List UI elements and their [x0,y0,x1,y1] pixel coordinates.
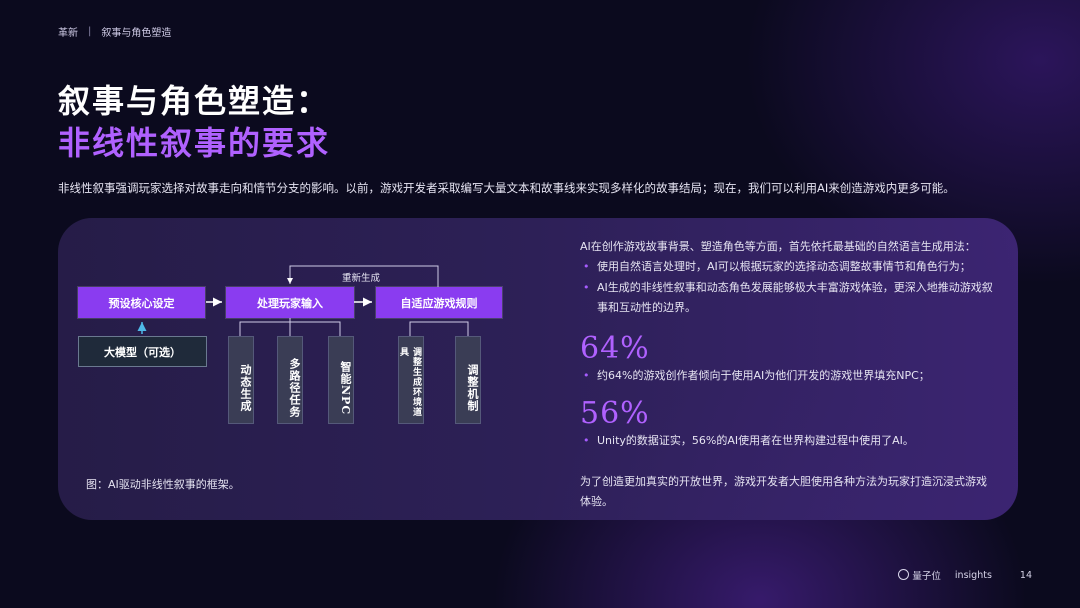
sub-env-props: 调整生成环境道具 [398,336,424,424]
breadcrumb: 革新 | 叙事与角色塑造 [58,24,171,39]
s1-text: 约 [597,369,608,382]
stat-64: 64% [580,331,650,366]
bullet-nonlinear: AI生成的非线性叙事和动态角色发展能够极大丰富游戏体验，更深入地推动游戏叙 [583,278,1017,298]
s1-text-mid: 的游戏创作者倾向于使用AI为他们开发的游戏世界 [632,369,875,382]
s2-text-end: 过程中使用了AI。 [826,434,914,447]
regen-loop-line [287,265,439,287]
closing-line-1: 为了创造更加真实的开放世界，游戏开发者大胆使用各种方法为玩家打造沉浸式游戏 [580,475,987,488]
page-title: 叙事与角色塑造： [58,82,331,120]
sub-dynamic-generation: 动态生成 [228,336,254,424]
bullet-stat-56: Unity的数据证实，56%的AI使用者在世界构建过程中使用了AI。 [583,431,1017,451]
product-name: insights [954,569,992,581]
breadcrumb-separator: | [88,26,92,37]
box-core-setting: 预设核心设定 [78,287,205,318]
sub-smart-npc: 智能NPC [328,336,354,424]
b1-text-end: 故事情节和角色行为； [860,260,971,273]
b2-text: AI生成的非线性叙事和 [597,281,707,294]
brand-name: 量子位 [912,571,941,582]
sub-adjust-mechanism: 调整机制 [455,336,481,424]
page-subtitle: 非线性叙事的要求 [58,124,331,162]
figure-caption: 图：AI驱动非线性叙事的框架。 [86,478,240,491]
b1-highlight: 动态调整 [816,260,861,273]
bullet-stat-64: 约64%的游戏创作者倾向于使用AI为他们开发的游戏世界填充NPC； [583,366,1017,386]
b1-text: 使用自然语言处理时，AI可以根据玩家的选择 [597,260,817,273]
box-adaptive-rules: 自适应游戏规则 [376,287,502,318]
brand-logo-icon [898,569,910,580]
s2-text-mid: 的AI使用者在 [716,434,783,447]
s1-highlight-pct: 64% [608,369,633,382]
right-lead: AI在创作游戏故事背景、塑造角色等方面，首先依托最基础的自然语言生成用法： [580,240,976,253]
b2-highlight: 动态角色发展 [706,281,773,294]
s2-text: Unity的数据证实， [597,434,692,447]
footer: 量子位 insights 14 [898,568,1032,582]
stat-56: 56% [580,396,650,431]
regen-label: 重新生成 [342,273,381,284]
s2-highlight-world: 世界构建 [782,434,827,447]
box-player-input: 处理玩家输入 [226,287,354,318]
closing-line-2: 体验。 [580,495,613,508]
b2-text-end: 能够极大丰富游戏体验，更深入地推动游戏叙 [772,281,993,294]
b2-continuation: 事和互动性的边界。 [597,301,696,314]
s1-text-end: ； [918,369,930,382]
breadcrumb-page: 叙事与角色塑造 [101,28,172,39]
bracket-rules [409,321,469,336]
s1-highlight-npc: 填充NPC [874,369,919,382]
bullet-dynamic-adjust: 使用自然语言处理时，AI可以根据玩家的选择动态调整故事情节和角色行为； [583,257,1007,277]
brand-logo: 量子位 [898,568,941,582]
box-large-model: 大模型（可选） [78,336,207,367]
page-number: 14 [1019,569,1032,581]
s2-highlight-pct: 56% [691,434,717,447]
sub-multi-path-task: 多路径任务 [277,336,303,424]
intro-text: 非线性叙事强调玩家选择对故事走向和情节分支的影响。以前，游戏开发者采取编写大量文… [58,181,955,195]
breadcrumb-section: 革新 [58,28,78,39]
